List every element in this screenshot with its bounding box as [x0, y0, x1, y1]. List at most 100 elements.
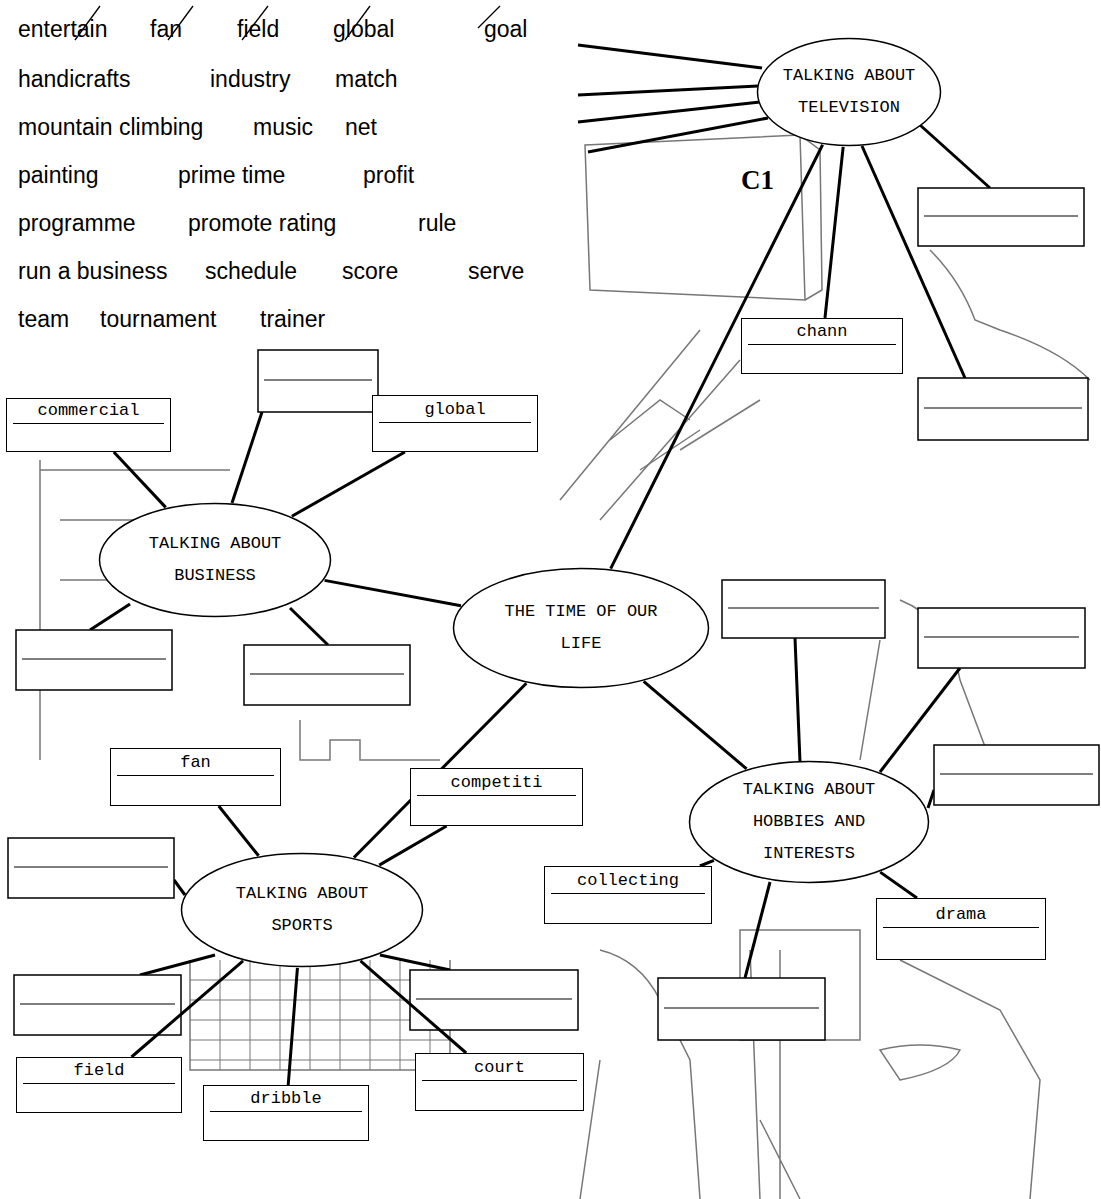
- answer-line: [250, 673, 404, 674]
- answer-box: fan: [110, 748, 281, 806]
- leader-line: [380, 955, 450, 970]
- topic-title: TALKING ABOUT TELEVISION: [779, 60, 919, 124]
- answer-line: [20, 1003, 175, 1004]
- leader-line: [90, 604, 130, 630]
- answer-text: commercial: [7, 401, 170, 420]
- answer-lines: [14, 216, 1093, 1008]
- answer-box: global: [372, 395, 538, 452]
- answer-box: court: [415, 1053, 584, 1111]
- slope-sketch: [560, 330, 760, 520]
- leader-line: [140, 955, 215, 975]
- ellipse-outline: [180, 852, 424, 968]
- connector-line: [219, 806, 259, 856]
- word-bank-item: net: [345, 114, 377, 141]
- leader-line: [578, 86, 758, 95]
- empty-box: [934, 745, 1099, 805]
- answer-box: field: [16, 1057, 182, 1113]
- word-bank-item: industry: [210, 66, 291, 93]
- empty-box: [918, 608, 1085, 668]
- answer-line: [664, 1007, 819, 1008]
- ellipse-outline: [452, 567, 710, 689]
- topic-ellipse: TALKING ABOUT BUSINESS: [98, 502, 332, 618]
- topic-title: TALKING ABOUT BUSINESS: [140, 528, 290, 592]
- word-bank-item: fan: [150, 16, 182, 43]
- answer-line: [940, 773, 1093, 774]
- word-bank-item: tournament: [100, 306, 216, 333]
- leader-line: [578, 45, 762, 68]
- empty-box: [258, 350, 378, 412]
- answer-text: court: [416, 1058, 583, 1077]
- answer-line: [924, 407, 1082, 408]
- word-bank-item: goal: [484, 16, 527, 43]
- answer-line: [117, 775, 274, 776]
- answer-line: [14, 866, 168, 867]
- answer-line: [551, 893, 705, 894]
- empty-box: [8, 838, 174, 898]
- answer-line: [924, 215, 1078, 216]
- word-bank-item: mountain climbing: [18, 114, 203, 141]
- ellipse-text-wrap: TALKING ABOUT BUSINESS: [98, 502, 332, 618]
- topic-title: TALKING ABOUT HOBBIES AND INTERESTS: [734, 774, 884, 870]
- answer-line: [264, 379, 372, 380]
- answer-box: commercial: [6, 398, 171, 452]
- connector-line: [880, 872, 917, 898]
- leader-line: [920, 125, 990, 188]
- answer-line: [728, 607, 879, 608]
- connector-line: [292, 452, 405, 516]
- empty-box: [410, 970, 578, 1030]
- word-bank-item: score: [342, 258, 398, 285]
- word-bank-item: run a business: [18, 258, 168, 285]
- leader-line: [232, 412, 262, 503]
- leader-line: [588, 118, 768, 152]
- answer-box: collecting: [544, 866, 712, 924]
- answer-line: [422, 1080, 577, 1081]
- building-sketch: [40, 460, 440, 760]
- empty-box: [14, 975, 181, 1035]
- answer-text: dribble: [204, 1089, 368, 1108]
- word-bank-item: trainer: [260, 306, 325, 333]
- answer-box: chann: [741, 318, 903, 374]
- ellipse-text-wrap: TALKING ABOUT HOBBIES AND INTERESTS: [688, 760, 930, 884]
- topic-title: THE TIME OF OUR LIFE: [494, 596, 669, 660]
- ellipse-shape: [454, 569, 709, 688]
- cross-outs: [75, 6, 500, 40]
- topic-ellipse: TALKING ABOUT TELEVISION: [756, 37, 942, 147]
- answer-text: chann: [742, 322, 902, 341]
- answer-line: [417, 795, 576, 796]
- ellipse-shape: [182, 854, 423, 967]
- word-bank-item: match: [335, 66, 398, 93]
- answer-text: global: [373, 400, 537, 419]
- answer-line: [748, 344, 896, 345]
- empty-boxes: [8, 188, 1099, 1040]
- word-bank-item: profit: [363, 162, 414, 189]
- answer-box: competiti: [410, 768, 583, 826]
- connector-line: [288, 968, 297, 1085]
- empty-box: [244, 645, 410, 705]
- word-bank-item: prime time: [178, 162, 285, 189]
- connector-line: [325, 580, 461, 605]
- word-bank-item: serve: [468, 258, 524, 285]
- leader-line: [928, 790, 934, 808]
- answer-box: drama: [876, 898, 1046, 960]
- answer-text: drama: [877, 905, 1045, 924]
- answer-text: fan: [111, 753, 280, 772]
- word-bank-item: entertain: [18, 16, 108, 43]
- topic-ellipse: TALKING ABOUT HOBBIES AND INTERESTS: [688, 760, 930, 884]
- easel-sketch: [740, 930, 860, 1199]
- ellipse-outline: [756, 37, 942, 147]
- ellipse-text-wrap: TALKING ABOUT TELEVISION: [756, 37, 942, 147]
- sketch: [40, 135, 1090, 1199]
- answer-text: field: [17, 1061, 181, 1080]
- empty-box: [918, 188, 1084, 246]
- connector-line: [644, 681, 747, 769]
- word-bank-item: handicrafts: [18, 66, 131, 93]
- ellipse-text-wrap: TALKING ABOUT SPORTS: [180, 852, 424, 968]
- leader-line: [174, 880, 185, 895]
- connector-line: [379, 826, 446, 865]
- connector-line: [825, 147, 843, 318]
- ellipse-text-wrap: THE TIME OF OUR LIFE: [452, 567, 710, 689]
- empty-box: [918, 378, 1088, 440]
- answer-line: [23, 1083, 175, 1084]
- ellipse-outline: [98, 502, 332, 618]
- leader-line: [795, 638, 800, 762]
